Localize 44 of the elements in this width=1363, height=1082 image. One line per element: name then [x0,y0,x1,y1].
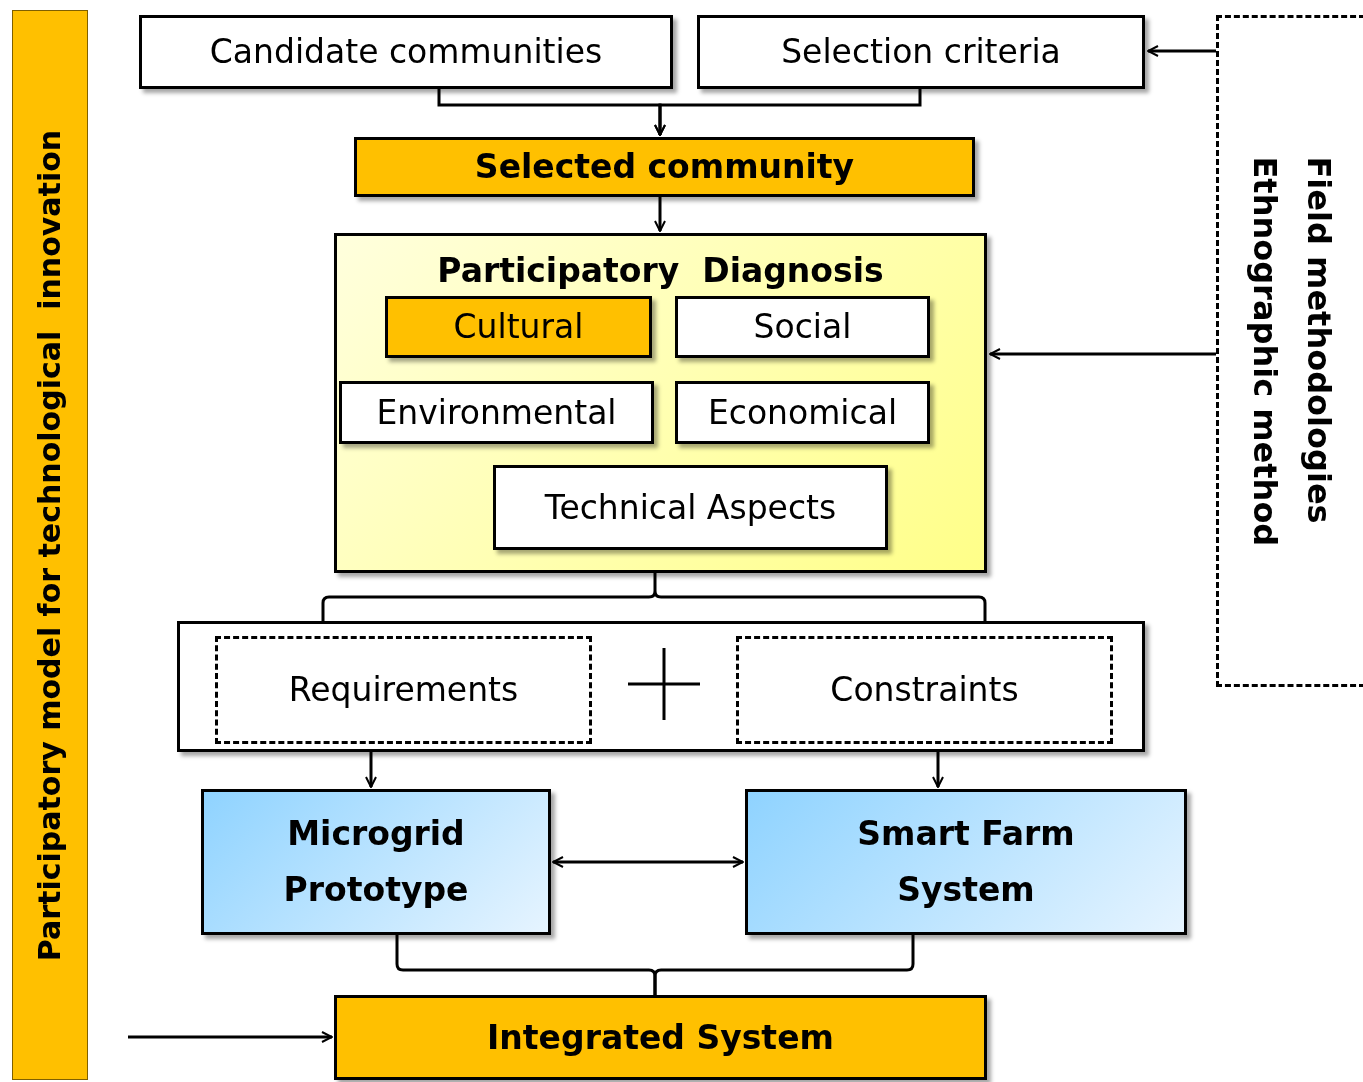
process-box [339,381,654,444]
box-label: Smart Farm System [856,812,1076,911]
box-label: Cultural [453,307,584,347]
band-title: Participatory model for technological innovation [31,129,69,961]
box-label: Candidate communities [209,32,603,72]
panel-heading: Participatory Diagnosis [437,254,884,287]
process-box [334,995,987,1080]
process-box [697,15,1145,89]
box-label: Selected community [474,147,855,187]
box-label: Ethnographic method [1245,156,1285,546]
process-box [675,381,930,444]
process-box [745,789,1187,935]
process-box [493,465,888,550]
arrow [365,752,377,788]
group-box [177,621,1145,752]
side-band [12,10,88,1080]
box-label: Technical Aspects [544,487,837,528]
process-box [385,296,652,358]
box-label: Economical [707,392,898,433]
dashed-panel [1216,15,1363,687]
arrow [989,348,1216,360]
box-label: Environmental [376,392,617,433]
box-label: Social [753,307,852,347]
box-label: Selection criteria [781,32,1061,72]
arrow [1147,45,1216,57]
connector-line [653,935,915,995]
diagnosis-panel [334,233,987,573]
process-box [139,15,673,89]
arrow [552,856,744,868]
dashed-box [736,636,1113,744]
box-label: Field methodologies [1299,156,1340,526]
arrow [654,89,922,136]
process-box [201,789,551,935]
arrow [128,1031,333,1043]
box-label: Integrated System [487,1017,834,1058]
connector-line [321,571,987,623]
box-label: Microgrid Prototype [282,812,470,911]
process-box [354,137,975,197]
dashed-box [215,636,592,744]
box-label: Constraints [830,670,1019,710]
process-box [675,296,930,358]
box-label: Requirements [288,670,519,710]
arrow [932,752,944,788]
arrow [654,197,666,232]
